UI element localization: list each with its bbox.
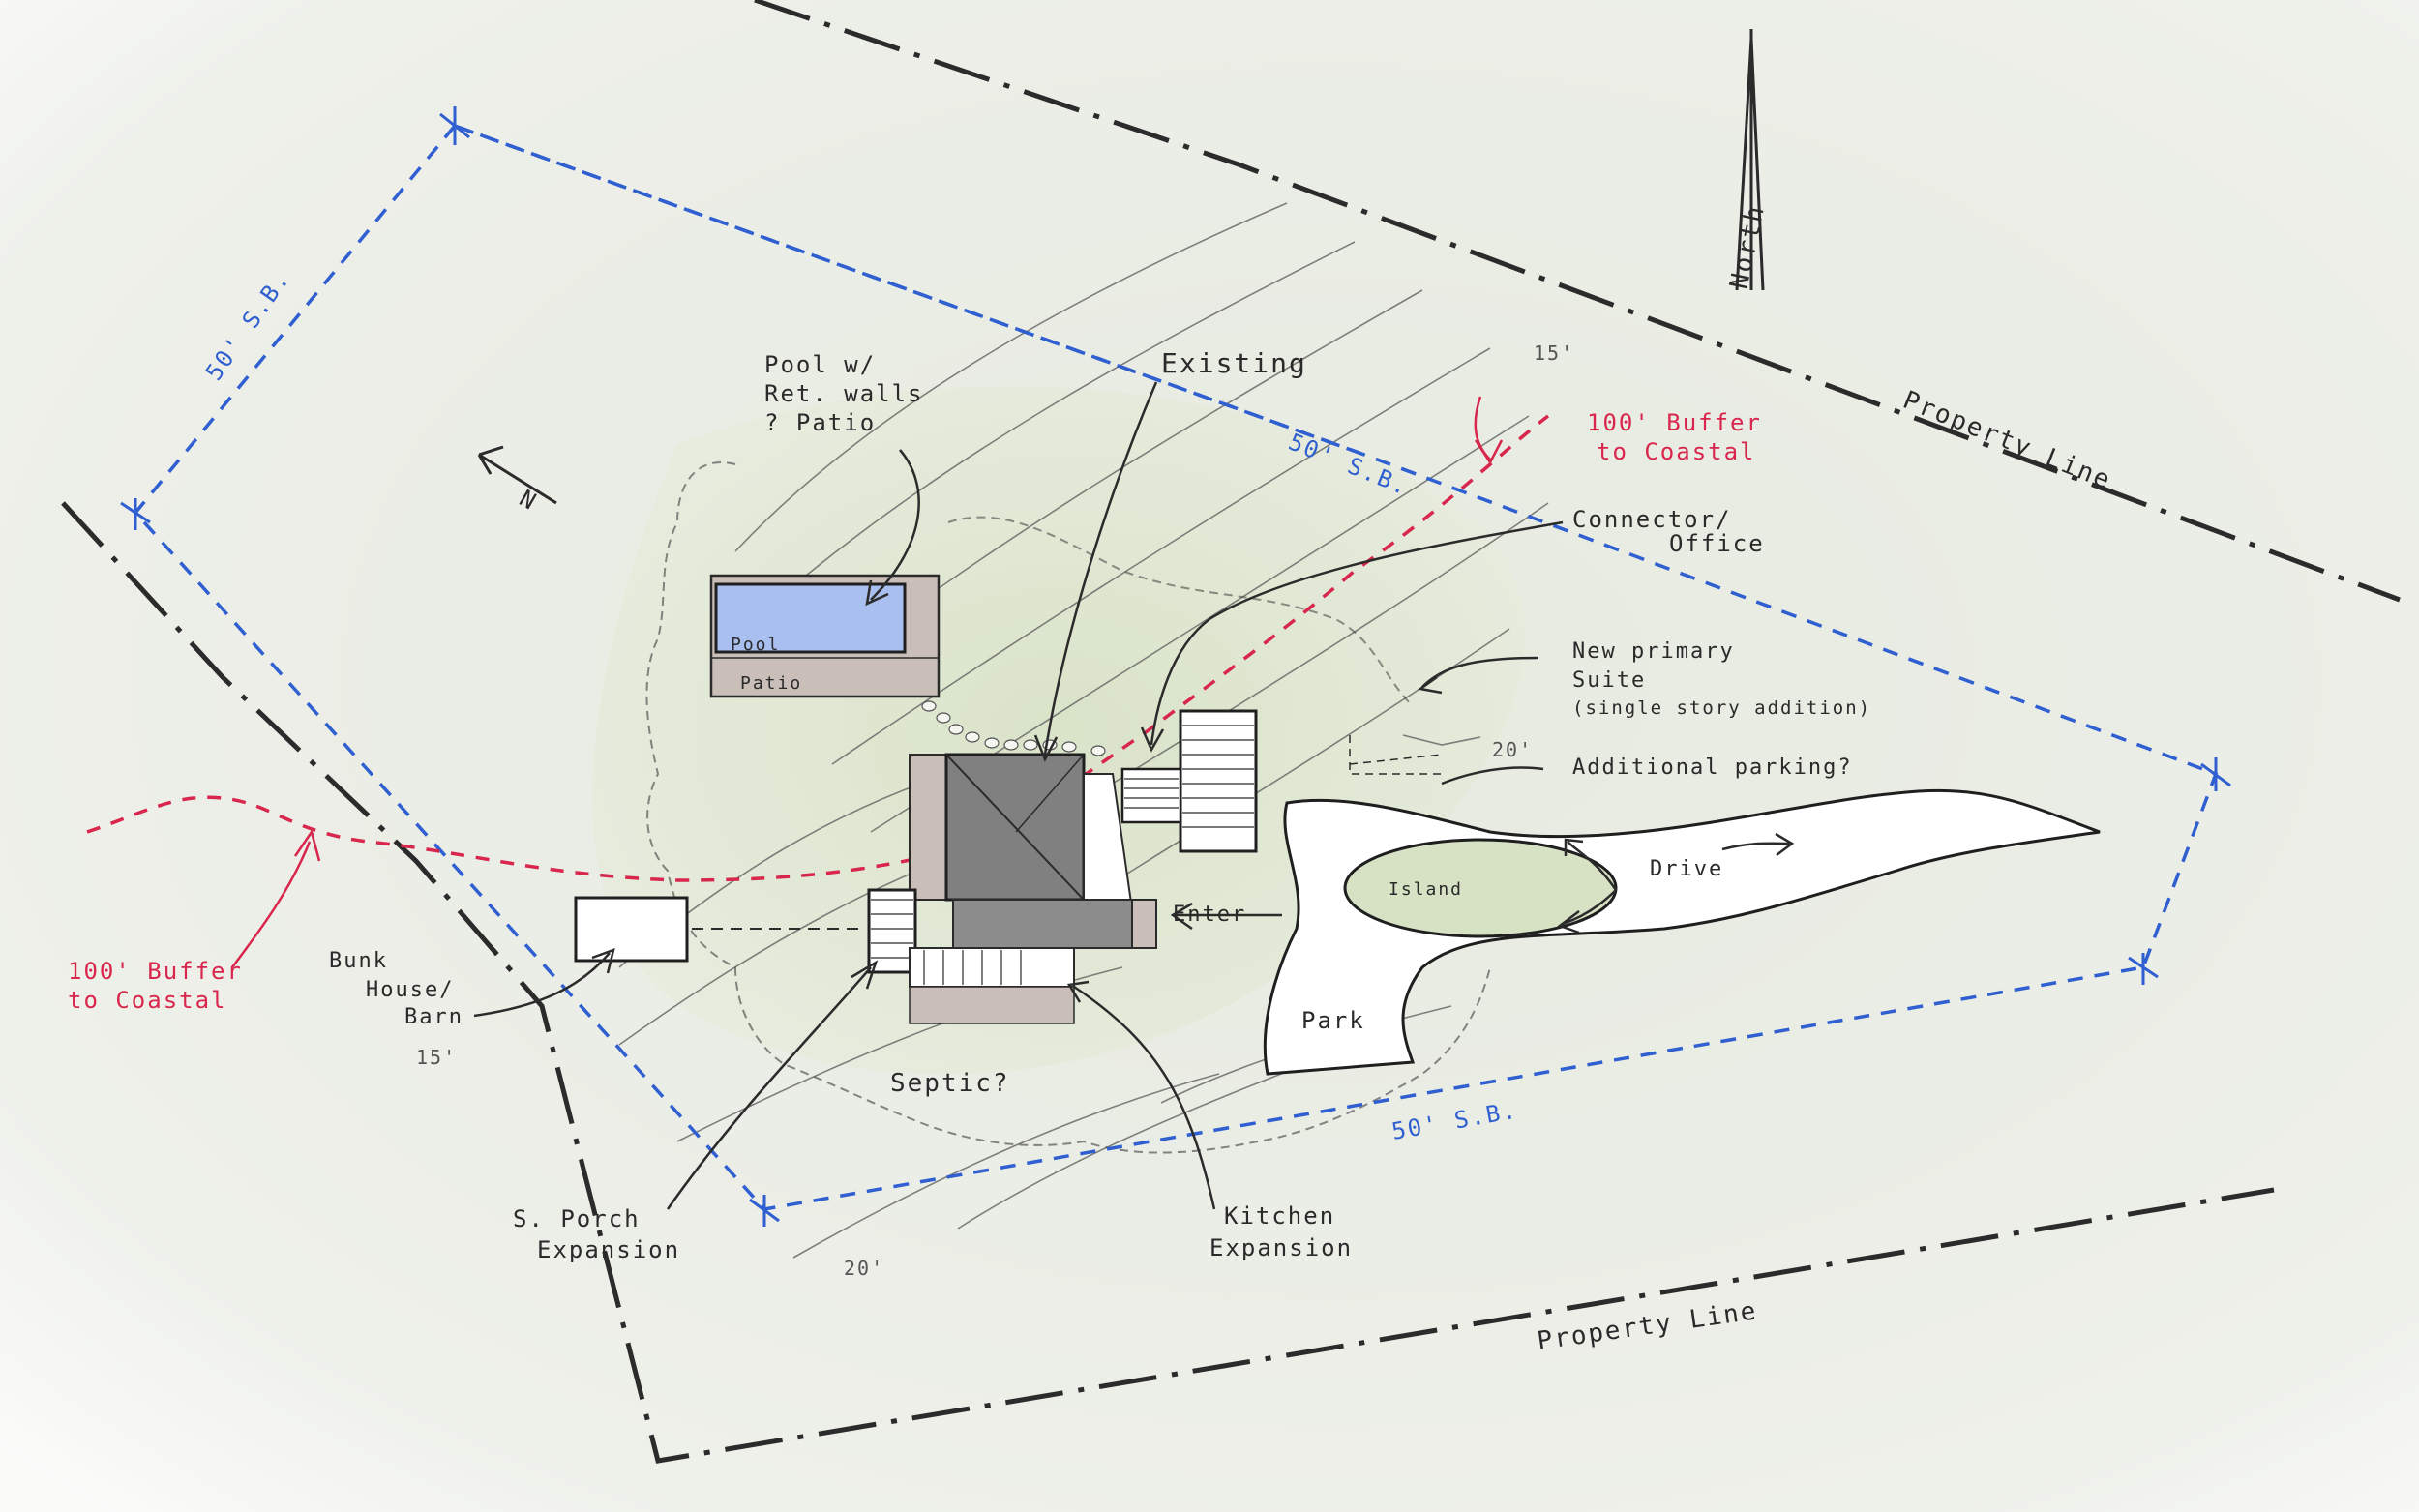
septic-label: Septic? (890, 1069, 1010, 1098)
leader-existing (1033, 381, 1158, 762)
park-label: Park (1301, 1007, 1365, 1034)
suite-3: (single story addition) (1572, 697, 1871, 719)
pool-note-2: Ret. walls (764, 380, 924, 407)
suite-link (1120, 767, 1182, 824)
north-arrow (1735, 29, 1765, 291)
bunk-house (574, 896, 689, 963)
leader-porch (666, 960, 879, 1210)
buffer-arrow-west (230, 829, 321, 968)
bunk-1: Bunk (329, 949, 388, 973)
enter-label: Enter (1173, 903, 1246, 927)
pool-note-1: Pool w/ (764, 351, 876, 378)
property-lines (61, 0, 2401, 1464)
connector-2: Office (1669, 530, 1765, 557)
bunk-3: Barn (404, 1005, 463, 1029)
north-arrow-west (477, 445, 557, 505)
contour-15-w: 15' (416, 1046, 457, 1069)
south-porch (867, 888, 917, 974)
suite-2: Suite (1572, 668, 1646, 693)
suite-1: New primary (1572, 639, 1735, 664)
existing-label: Existing (1161, 347, 1307, 379)
additional-parking-area (1349, 735, 1442, 775)
buffer-east-1: 100' Buffer (1587, 409, 1762, 436)
leader-bunk (473, 948, 615, 1018)
pool-note-3: ? Patio (764, 409, 876, 436)
leader-suite (1417, 656, 1539, 695)
bunk-2: House/ (366, 978, 454, 1002)
drive-arrows (1557, 832, 1795, 934)
kitchen-2: Expansion (1210, 1234, 1353, 1261)
add-parking: Additional parking? (1572, 756, 1853, 780)
island-label: Island (1389, 879, 1463, 900)
buffer-west-1: 100' Buffer (68, 958, 243, 985)
pool (714, 582, 907, 654)
tree-line-north (947, 516, 1414, 707)
kitchen-1: Kitchen (1224, 1202, 1335, 1230)
property-line-northeast (754, 0, 2401, 603)
contour-20-s: 20' (844, 1257, 884, 1280)
primary-suite (1179, 709, 1258, 853)
patio-label: Patio (740, 673, 802, 694)
contour-20-e: 20' (1492, 738, 1533, 761)
leader-lines (473, 381, 1564, 1210)
buffer-west-2: to Coastal (68, 987, 227, 1014)
leader-pool (865, 449, 920, 607)
property-line-south (61, 501, 2275, 1464)
connector-1: Connector/ (1572, 506, 1732, 533)
leader-enter (1170, 902, 1282, 931)
drive-label: Drive (1650, 857, 1723, 881)
island (1343, 838, 1618, 938)
leader-kitchen (1066, 980, 1216, 1210)
lawn-area (592, 386, 1525, 1075)
leader-parking (1441, 766, 1544, 786)
contour-15-ne: 15' (1534, 341, 1574, 365)
buffer-line (86, 414, 1550, 882)
porch-1: S. Porch (513, 1205, 641, 1232)
kitchen-expansion (909, 947, 1075, 988)
buffer-east-2: to Coastal (1597, 438, 1756, 465)
existing-house-south (952, 899, 1133, 949)
leader-connector (1140, 520, 1564, 753)
porch-2: Expansion (537, 1236, 680, 1263)
buffer-arrow-east (1474, 396, 1504, 465)
setback-corner-marks (120, 106, 2231, 1227)
pool-label: Pool (731, 635, 780, 655)
